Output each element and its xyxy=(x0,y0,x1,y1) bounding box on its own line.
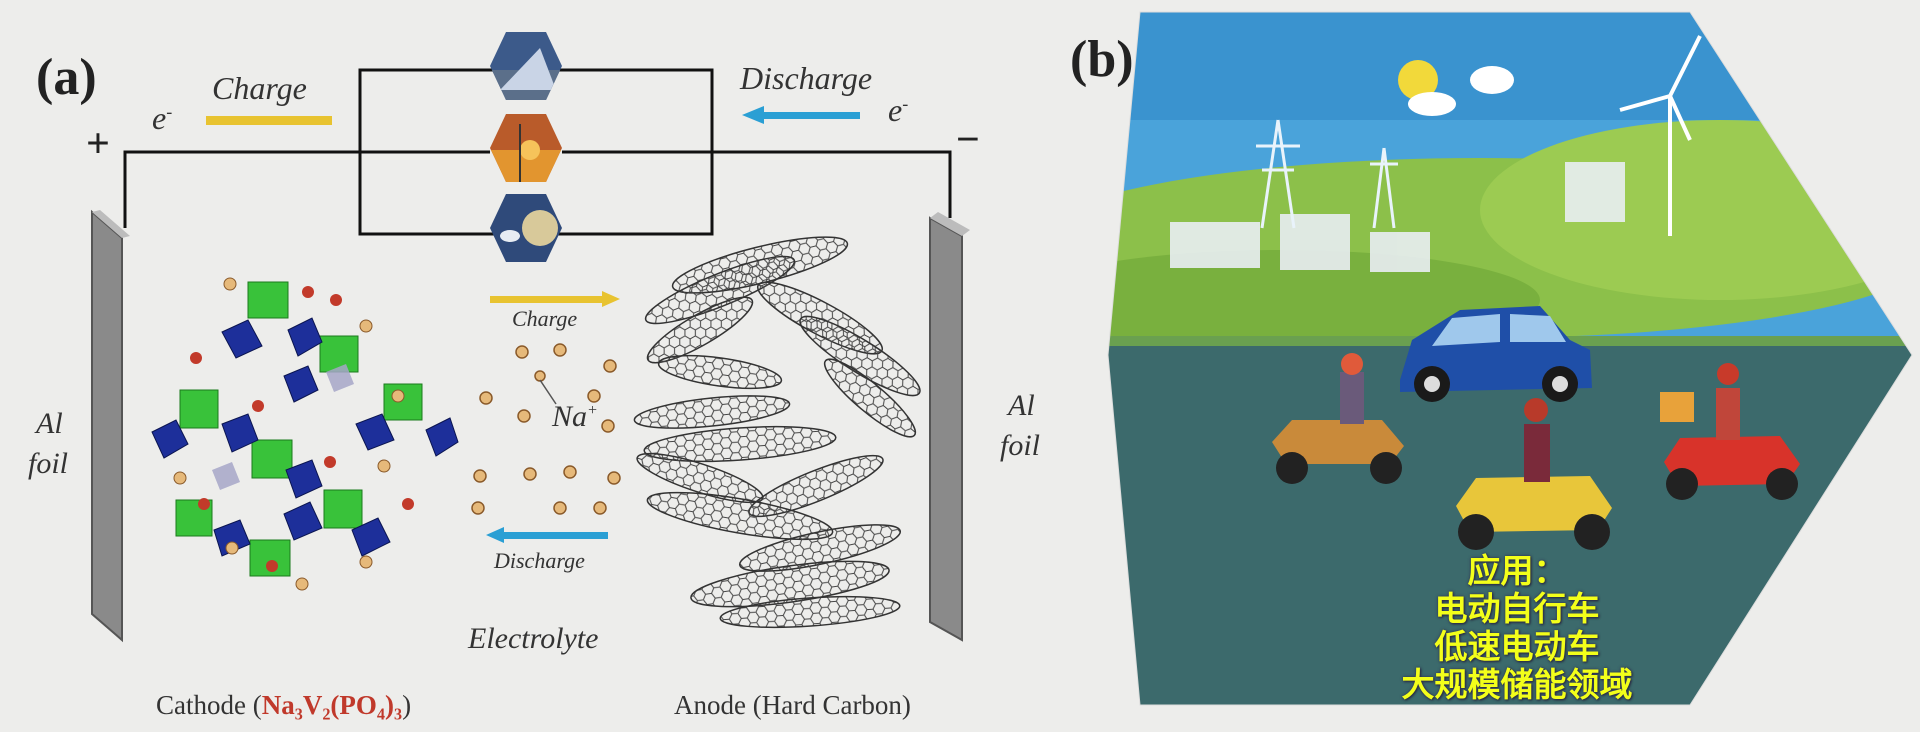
electron-label-left: e- xyxy=(152,100,173,136)
top-discharge-arrow xyxy=(742,106,860,124)
cathode-crystal-structure xyxy=(151,277,459,591)
application-line: 电动自行车 xyxy=(1434,589,1600,628)
al-foil-right-label: Al foil xyxy=(1000,389,1041,462)
inner-discharge-label: Discharge xyxy=(494,548,585,573)
scooter-red xyxy=(1660,363,1800,500)
anode-hard-carbon xyxy=(633,236,921,629)
al-foil-left-label: Al foil xyxy=(28,407,69,480)
positive-terminal: + xyxy=(86,121,110,167)
panel-b-label: (b) xyxy=(1070,31,1134,88)
sodium-ion-label: Na+ xyxy=(552,400,598,433)
top-charge-arrow xyxy=(206,116,332,125)
application-line: 大规模储能领域 xyxy=(1401,665,1633,704)
cathode-caption: Cathode (Na₃V₂(PO₄)₃) xyxy=(156,690,412,720)
inner-discharge-arrow xyxy=(486,527,608,543)
electrolyte-label: Electrolyte xyxy=(468,622,599,655)
al-foil-right xyxy=(929,212,970,642)
app-hexagon-battery xyxy=(490,194,562,262)
app-hexagon-solar xyxy=(490,32,562,100)
top-charge-label: Charge xyxy=(212,70,307,106)
application-text: 应用： 电动自行车 低速电动车 大规模储能领域 xyxy=(1372,552,1662,704)
top-discharge-label: Discharge xyxy=(740,60,873,96)
application-line: 应用： xyxy=(1467,551,1567,590)
al-foil-left xyxy=(91,209,130,643)
inner-charge-arrow xyxy=(490,291,620,307)
electron-label-right: e- xyxy=(888,92,909,128)
scooter-yellow xyxy=(1456,398,1612,550)
cathode-formula: Na₃V₂(PO₄)₃ xyxy=(261,690,403,720)
negative-terminal: − xyxy=(956,117,980,163)
electric-car xyxy=(1400,306,1592,402)
panel-a-label: (a) xyxy=(36,49,97,106)
scooter-orange xyxy=(1272,353,1404,484)
inner-charge-label: Charge xyxy=(512,306,578,331)
app-hexagon-wind xyxy=(490,114,562,182)
anode-caption: Anode (Hard Carbon) xyxy=(674,690,911,720)
application-line: 低速电动车 xyxy=(1434,627,1600,666)
sodium-ions xyxy=(471,343,621,515)
